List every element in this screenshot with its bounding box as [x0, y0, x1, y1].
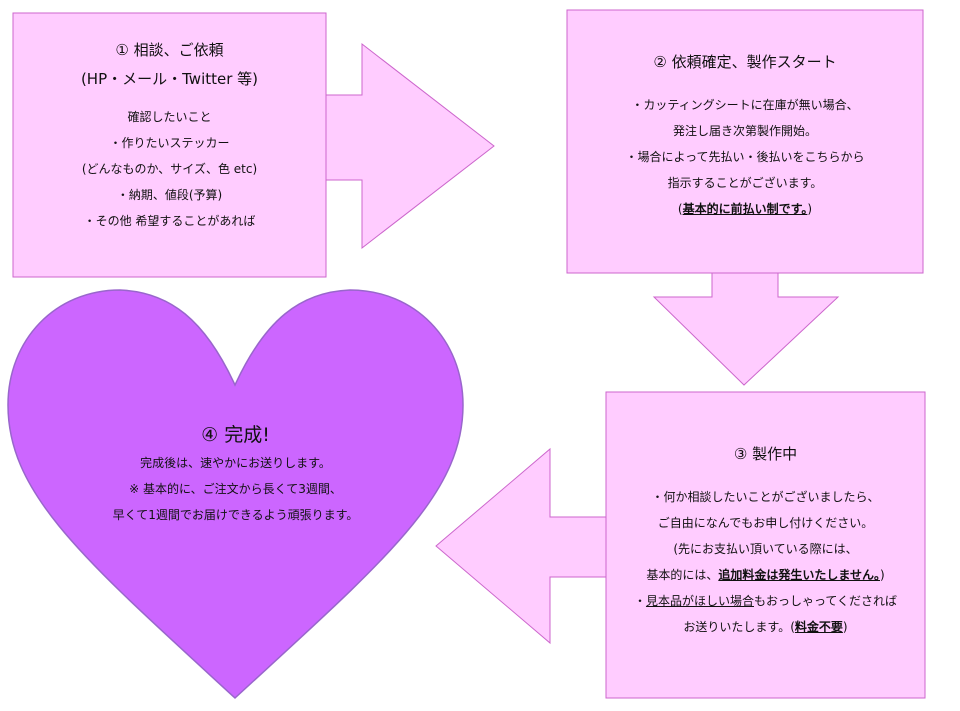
step4-text: ④ 完成! 完成後は、速やかにお送りします。 ※ 基本的に、ご注文から長くて3週… — [8, 420, 463, 528]
step1-line: ・作りたいステッカー — [109, 136, 230, 150]
step3-line5-pre: ・ — [633, 594, 646, 608]
arrow-down — [652, 272, 840, 386]
step3-line: (先にお支払い頂いている際には、 — [673, 542, 858, 556]
arrow-right — [325, 42, 495, 250]
step1-line: 確認したいこと — [127, 110, 212, 124]
step2-note: (基本的に前払い制です。) — [567, 196, 923, 222]
step2-title: ② 依頼確定、製作スタート — [653, 53, 837, 71]
step4-line: 完成後は、速やかにお送りします。 — [140, 456, 331, 470]
step1-line: (どんなものか、サイズ、色 etc) — [81, 162, 258, 176]
step1-subtitle: (HP・メール・Twitter 等) — [80, 70, 259, 88]
step2-note-open: ( — [677, 202, 683, 216]
step3-line4-pre: 基本的には、 — [646, 568, 719, 582]
step3-line6-pre: お送りいたします。( — [683, 620, 795, 634]
step2-line: 指示することがございます。 — [667, 176, 823, 190]
step3-line4-bold: 追加料金は発生いたしません。 — [718, 568, 880, 582]
step3-title: ③ 製作中 — [733, 445, 798, 463]
step3-line6-bold: 料金不要 — [794, 620, 843, 634]
step3-line: ・見本品がほしい場合もおっしゃってくだされば — [606, 588, 925, 614]
step3-text: ③ 製作中 ・何か相談したいことがございましたら、 ご自由になんでもお申し付けく… — [606, 440, 925, 640]
step2-line: ・場合によって先払い・後払いをこちらから — [625, 150, 865, 164]
heart-shape — [7, 289, 464, 700]
step1-line: ・納期、値段(予算) — [116, 188, 223, 202]
step4-line: ※ 基本的に、ご注文から長くて3週間、 — [129, 482, 342, 496]
step3-line: お送りいたします。(料金不要) — [606, 614, 925, 640]
step2-text: ② 依頼確定、製作スタート ・カッティングシートに在庫が無い場合、 発注し届き次… — [567, 48, 923, 222]
step4-title: ④ 完成! — [201, 424, 270, 446]
step3-line: 基本的には、追加料金は発生いたしません。) — [606, 562, 925, 588]
step1-text: ① 相談、ご依頼 (HP・メール・Twitter 等) 確認したいこと ・作りた… — [13, 36, 326, 234]
step2-line: 発注し届き次第製作開始。 — [672, 124, 817, 138]
step3-line6-post: ) — [842, 620, 848, 634]
step2-box — [566, 9, 924, 274]
step3-box — [605, 391, 926, 699]
step1-box — [12, 12, 327, 278]
step3-line5-post: もおっしゃってくだされば — [753, 594, 898, 608]
step2-note-bold: 基本的に前払い制です。 — [682, 202, 808, 216]
arrow-left — [435, 447, 607, 645]
step1-line: ・その他 希望することがあれば — [83, 214, 256, 228]
step3-line5-underlined: 見本品がほしい場合 — [645, 594, 754, 608]
step3-line4-post: ) — [879, 568, 885, 582]
step4-line: 早くて1週間でお届けできるよう頑張ります。 — [112, 508, 359, 522]
step2-line: ・カッティングシートに在庫が無い場合、 — [631, 98, 859, 112]
step3-line: ・何か相談したいことがございましたら、 — [651, 490, 880, 504]
step2-note-close: ) — [807, 202, 813, 216]
step3-line: ご自由になんでもお申し付けください。 — [657, 516, 874, 530]
step1-title: ① 相談、ご依頼 — [115, 41, 224, 59]
